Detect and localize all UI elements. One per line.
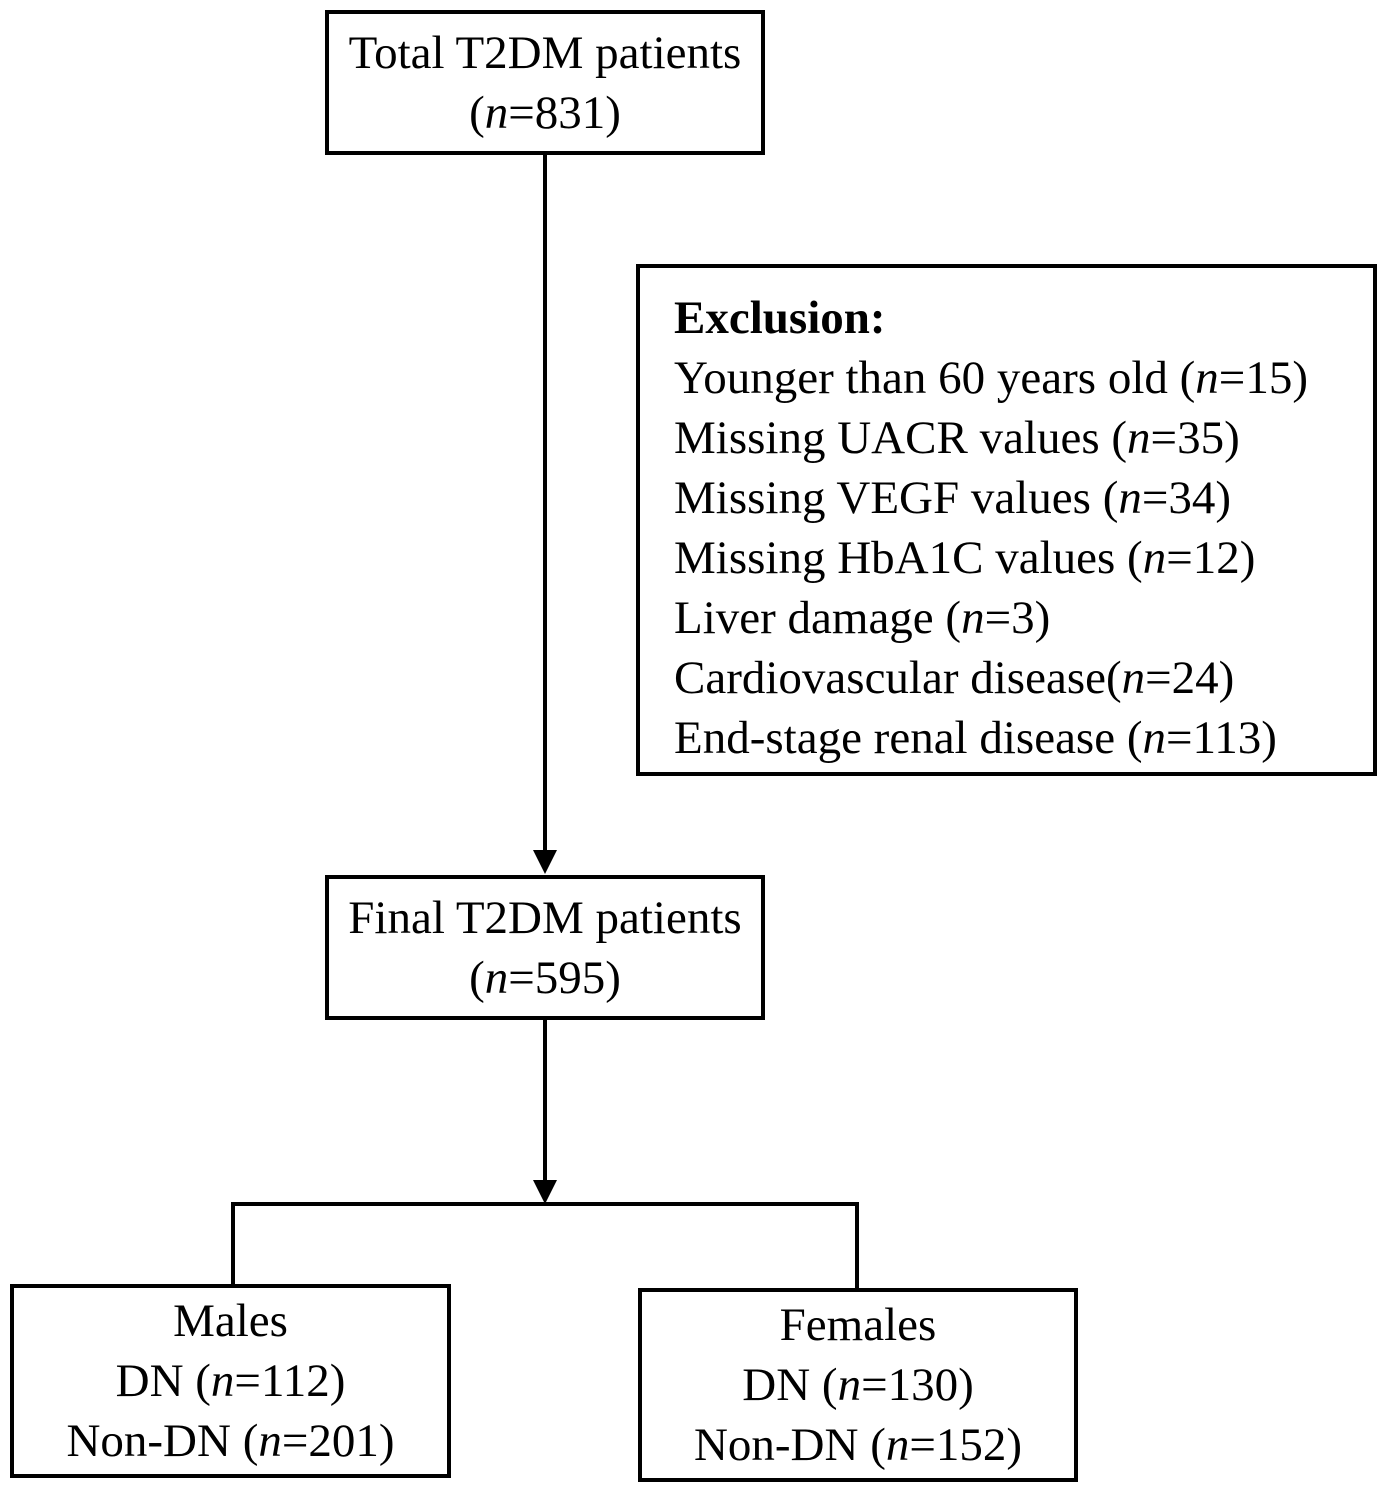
exclusion-item: Missing UACR values (n=35) <box>674 412 1240 464</box>
n-symbol: n <box>484 951 509 1004</box>
n-symbol: n <box>1142 712 1167 764</box>
exclusion-item-label: End-stage renal disease <box>674 712 1127 764</box>
node-females: Females DN (n=130) Non-DN (n=152) <box>638 1288 1078 1482</box>
dn-label: DN <box>742 1359 822 1411</box>
node-females-dn: DN (n=130) <box>742 1359 974 1411</box>
node-total-title: Total T2DM patients <box>348 26 742 79</box>
n-symbol: n <box>484 86 509 139</box>
node-males-title: Males <box>173 1295 288 1347</box>
node-total-patients: Total T2DM patients (n=831) <box>325 10 765 155</box>
exclusion-item-count: 113 <box>1192 712 1262 764</box>
exclusion-item-count: 15 <box>1245 352 1293 404</box>
exclusion-item-count: 3 <box>1011 592 1035 644</box>
exclusion-item: Missing VEGF values (n=34) <box>674 472 1232 524</box>
n-symbol: n <box>1127 412 1151 464</box>
exclusion-item: End-stage renal disease (n=113) <box>674 712 1277 764</box>
n-symbol: n <box>1195 352 1219 404</box>
n-symbol: n <box>837 1359 862 1411</box>
n-symbol: n <box>210 1355 235 1407</box>
dn-label: DN <box>115 1355 196 1407</box>
node-final-count: 595 <box>534 951 606 1004</box>
dn-count: 112 <box>260 1355 330 1407</box>
exclusion-item: Missing HbA1C values (n=12) <box>674 532 1256 584</box>
node-final-title: Final T2DM patients <box>348 891 742 944</box>
exclusion-item-count: 24 <box>1171 652 1219 704</box>
non-dn-label: Non-DN <box>693 1419 871 1471</box>
node-total-count: 831 <box>534 86 606 139</box>
exclusion-item-count: 12 <box>1192 532 1240 584</box>
node-total-count-line: (n=831) <box>469 86 621 139</box>
exclusion-item: Liver damage (n=3) <box>674 592 1051 644</box>
node-exclusion: Exclusion: Younger than 60 years old (n=… <box>636 264 1377 776</box>
dn-count: 130 <box>887 1359 959 1411</box>
node-females-title: Females <box>779 1299 937 1351</box>
node-final-count-line: (n=595) <box>469 951 621 1004</box>
exclusion-item: Younger than 60 years old (n=15) <box>674 352 1308 404</box>
node-females-non-dn: Non-DN (n=152) <box>693 1419 1023 1471</box>
n-symbol: n <box>258 1415 282 1467</box>
arrowhead-final-to-split <box>533 1180 557 1204</box>
node-males-non-dn: Non-DN (n=201) <box>66 1415 395 1467</box>
exclusion-item-count: 35 <box>1177 412 1225 464</box>
exclusion-item-label: Missing UACR values <box>674 412 1112 464</box>
non-dn-label: Non-DN <box>66 1415 243 1467</box>
node-males-dn: DN (n=112) <box>115 1355 346 1407</box>
n-symbol: n <box>1118 472 1142 524</box>
exclusion-item-label: Younger than 60 years old <box>674 352 1180 404</box>
split-connector <box>231 1202 859 1288</box>
n-symbol: n <box>961 592 985 644</box>
exclusion-item-label: Missing HbA1C values <box>674 532 1128 584</box>
exclusion-item: Cardiovascular disease(n=24) <box>674 652 1235 704</box>
exclusion-item-label: Missing VEGF values <box>674 472 1103 524</box>
exclusion-heading: Exclusion: <box>674 292 886 344</box>
non-dn-count: 152 <box>935 1419 1007 1471</box>
exclusion-item-label: Liver damage <box>674 592 946 644</box>
non-dn-count: 201 <box>308 1415 379 1467</box>
node-final-patients: Final T2DM patients (n=595) <box>325 875 765 1020</box>
node-males: Males DN (n=112) Non-DN (n=201) <box>10 1284 451 1478</box>
n-symbol: n <box>1142 532 1167 584</box>
arrowhead-total-to-final <box>533 850 557 874</box>
exclusion-item-label: Cardiovascular disease <box>674 652 1106 704</box>
exclusion-item-count: 34 <box>1168 472 1216 524</box>
n-symbol: n <box>1121 652 1146 704</box>
n-symbol: n <box>885 1419 910 1471</box>
